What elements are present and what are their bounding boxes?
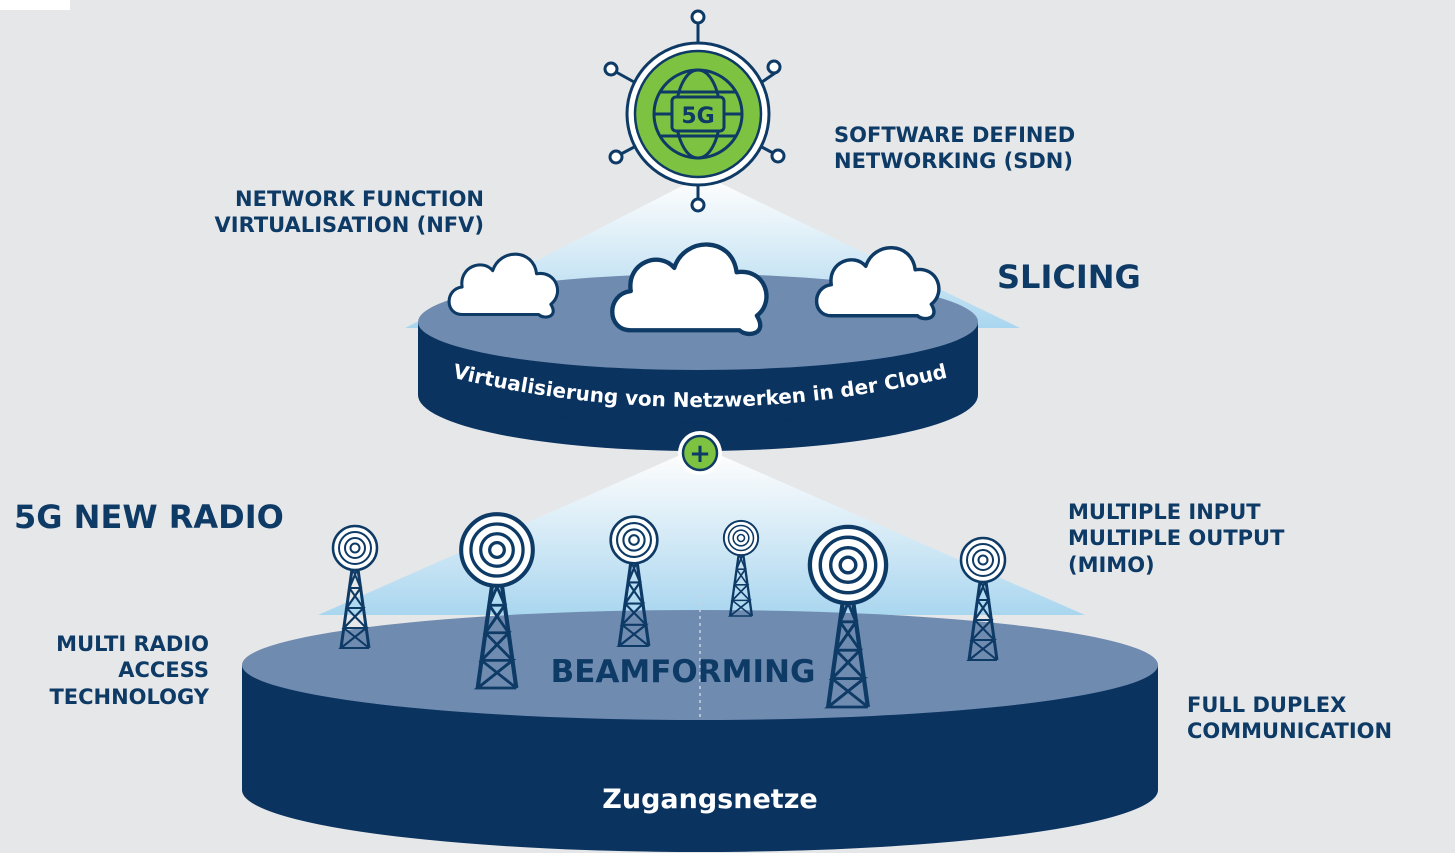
multi-radio-label: MULTI RADIO ACCESS TECHNOLOGY xyxy=(49,632,209,709)
svg-text:5G: 5G xyxy=(681,104,714,129)
plus-connector-icon: + xyxy=(678,431,722,475)
5g-new-radio-label: 5G NEW RADIO xyxy=(14,498,284,536)
access-disc-label: Zugangsnetze xyxy=(602,784,817,815)
globe-5g-icon: 5G xyxy=(603,9,786,213)
nfv-label: NETWORK FUNCTION VIRTUALISATION (NFV) xyxy=(214,187,484,238)
beamforming-label: BEAMFORMING xyxy=(551,654,816,690)
beam-cloud-to-access xyxy=(318,455,1085,615)
corner-box xyxy=(0,0,70,10)
svg-text:+: + xyxy=(689,439,711,469)
full-duplex-label: FULL DUPLEX COMMUNICATION xyxy=(1187,693,1393,744)
sdn-label: SOFTWARE DEFINED NETWORKING (SDN) xyxy=(834,123,1076,174)
mimo-label: MULTIPLE INPUT MULTIPLE OUTPUT (MIMO) xyxy=(1068,500,1285,577)
slicing-label: SLICING xyxy=(997,258,1141,296)
access-disc xyxy=(242,595,1158,852)
